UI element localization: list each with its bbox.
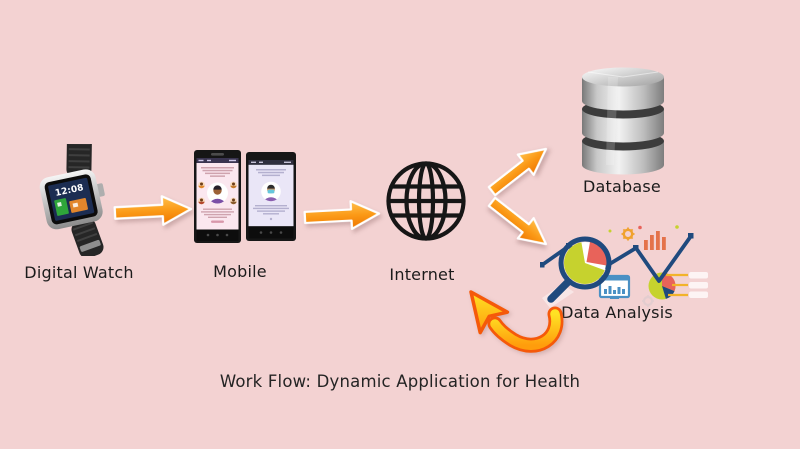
internet-figure bbox=[383, 158, 469, 244]
right-arrow-icon bbox=[113, 195, 193, 226]
database-label: Database bbox=[583, 177, 661, 196]
curved-return-arrow-icon bbox=[469, 290, 564, 353]
diagonal-up-arrow-icon bbox=[487, 147, 548, 197]
data-analysis-figure bbox=[540, 224, 710, 309]
data-analysis-label: Data Analysis bbox=[561, 303, 673, 322]
diagram-title: Work Flow: Dynamic Application for Healt… bbox=[219, 372, 581, 391]
arrow-internet-to-data-analysis bbox=[478, 185, 559, 261]
mobile-figure bbox=[193, 148, 297, 246]
database-cylinders-icon bbox=[582, 67, 664, 175]
two-phone-screens-icon bbox=[194, 150, 296, 243]
diagonal-down-arrow-icon bbox=[487, 196, 548, 246]
mobile-label: Mobile bbox=[213, 262, 267, 281]
digital-watch-figure: 12:08 bbox=[28, 144, 133, 256]
right-arrow-icon bbox=[303, 199, 381, 231]
magnifier-analytics-icon bbox=[540, 225, 708, 308]
smartwatch-icon: 12:08 bbox=[39, 144, 105, 256]
arrow-mobile-to-internet bbox=[302, 191, 382, 240]
database-figure bbox=[578, 64, 668, 176]
arrow-watch-to-mobile bbox=[112, 186, 194, 236]
internet-label: Internet bbox=[389, 265, 455, 284]
arrow-data-analysis-to-internet bbox=[455, 278, 570, 363]
gear-icon-faint bbox=[642, 295, 654, 307]
monitor-chart-icon bbox=[598, 274, 631, 299]
arrow-internet-to-database bbox=[478, 132, 559, 208]
gear-icon bbox=[621, 227, 635, 241]
digital-watch-label: Digital Watch bbox=[24, 263, 134, 282]
globe-grid-icon bbox=[386, 161, 466, 241]
